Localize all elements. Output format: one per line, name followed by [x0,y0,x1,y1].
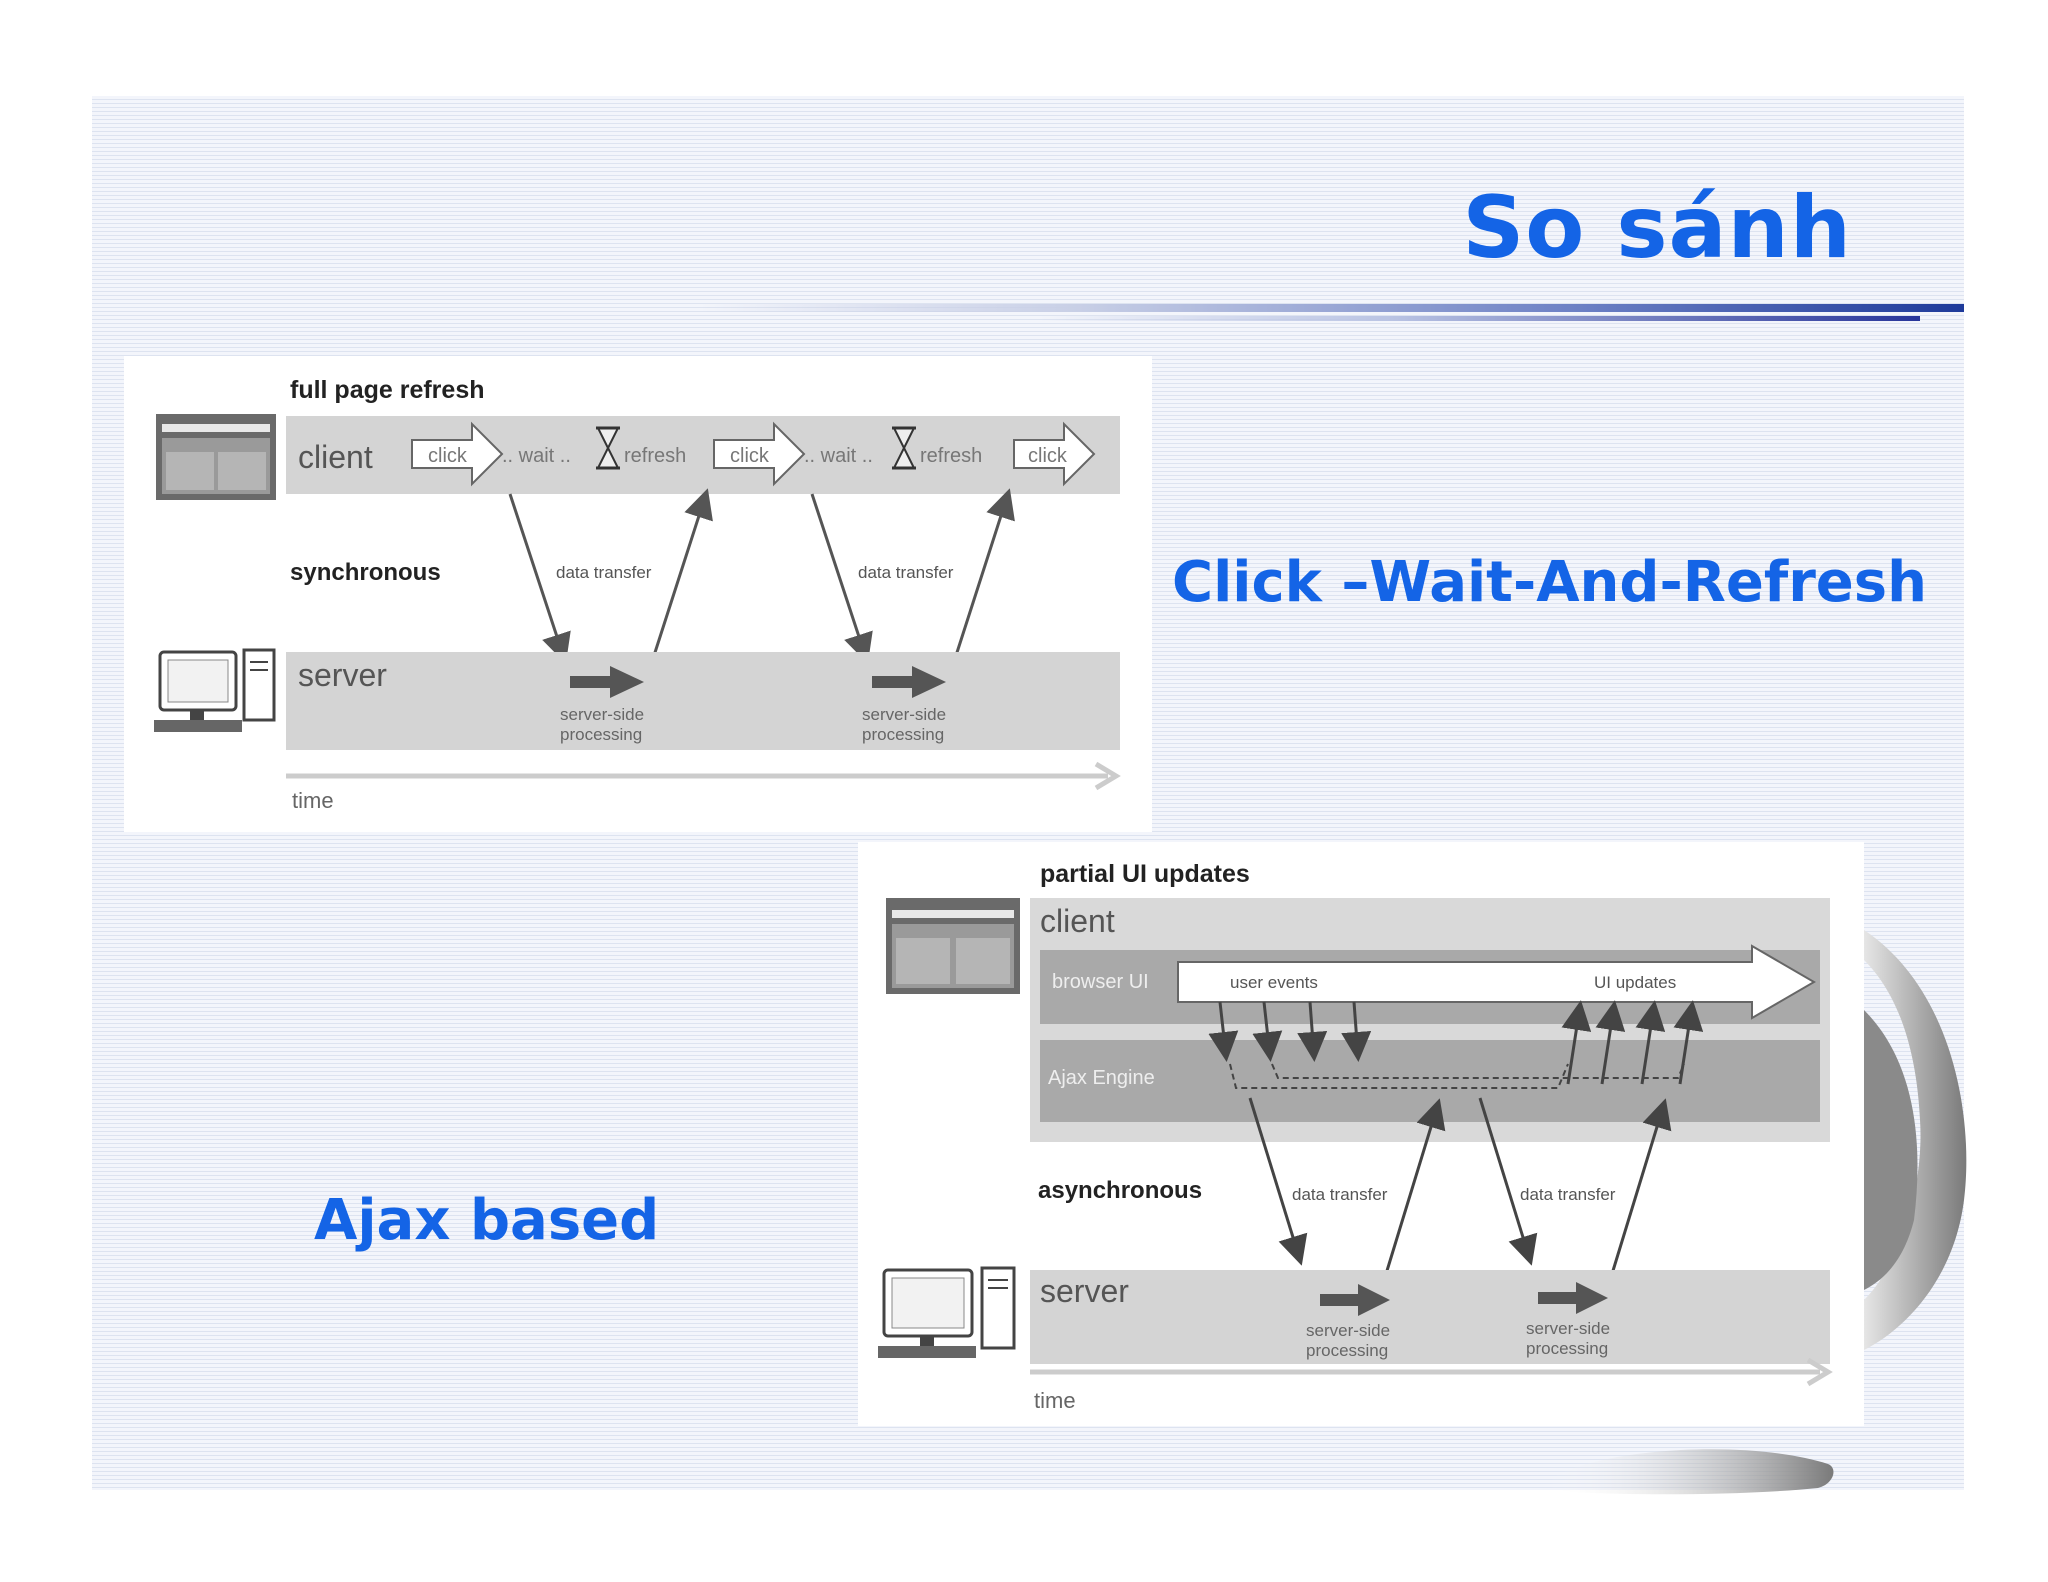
click-arrow-2: click [713,421,806,487]
caption-ajax-based: Ajax based [314,1188,660,1253]
refresh-label-2: refresh [920,445,982,467]
time-label: time [292,788,334,813]
sync-diagram-panel: full page refresh client click .. wait .… [124,356,1152,832]
user-event-arrow [1208,1001,1239,1062]
time-axis-arrowhead [1806,1357,1833,1387]
request-arrow-2 [810,493,873,664]
computer-icon [154,648,276,732]
processing-line2-2: processing [862,725,944,744]
hourglass-icon [596,426,620,470]
async-heading: partial UI updates [1040,860,1250,888]
request-arrow-1 [1248,1097,1308,1266]
async-diagram-panel: partial UI updates client browser UI use… [858,842,1864,1426]
processing-line2-1: processing [560,725,642,744]
data-transfer-label-1: data transfer [556,563,652,582]
response-arrow-1 [648,488,713,669]
time-axis-arrowhead [1094,761,1121,791]
server-band [1030,1270,1830,1364]
refresh-label-1: refresh [624,445,686,467]
decorative-crescent [1864,930,1967,1350]
server-label: server [1040,1273,1129,1309]
ajax-engine-band [1040,1040,1820,1122]
wait-label-1: .. wait .. [502,445,571,467]
click-label-1: click [428,445,468,467]
processing-line1-1: server-side [1306,1321,1390,1340]
engine-dashed-link [1271,1063,1685,1079]
user-event-arrow [1252,1001,1283,1062]
response-arrow-1 [1384,1098,1446,1275]
browser-ui-timeline-arrow [1177,944,1816,1020]
server-label: server [298,657,387,693]
ui-update-arrow [1635,1000,1666,1085]
asynchronous-label: asynchronous [1038,1177,1202,1204]
hourglass-icon [892,426,916,470]
data-transfer-label-1: data transfer [1292,1185,1388,1204]
processing-line1-1: server-side [560,705,644,724]
user-event-arrow [1297,1001,1328,1062]
click-label-2: click [730,445,770,467]
request-arrow-1 [508,493,571,664]
click-arrow-1: click [411,421,504,487]
user-event-arrow [1341,1001,1372,1062]
computer-icon [878,1266,1016,1358]
decorative-ellipse [1548,1449,1834,1495]
data-transfer-label-2: data transfer [858,563,954,582]
click-label-3: click [1028,445,1068,467]
client-label: client [298,439,373,475]
browser-window-icon [156,414,276,500]
ui-updates-label: UI updates [1594,973,1676,992]
wait-label-2: .. wait .. [804,445,873,467]
time-label: time [1034,1388,1076,1413]
response-arrow-2 [950,488,1015,669]
ajax-engine-label: Ajax Engine [1048,1067,1155,1089]
browser-window-icon [886,898,1020,994]
synchronous-label: synchronous [290,559,441,586]
processing-line1-2: server-side [862,705,946,724]
processing-line2-1: processing [1306,1341,1388,1360]
ui-update-arrow [1595,1000,1626,1085]
request-arrow-2 [1478,1097,1538,1266]
processing-line2-2: processing [1526,1339,1608,1358]
sync-heading: full page refresh [290,376,485,404]
processing-arrow-2 [872,666,946,698]
browser-ui-label: browser UI [1052,971,1149,993]
sync-diagram: full page refresh client click .. wait .… [154,376,1121,813]
async-diagram: partial UI updates client browser UI use… [878,860,1833,1413]
title-underline [700,304,1964,312]
processing-line1-2: server-side [1526,1319,1610,1338]
title-underline-accent [1040,316,1920,321]
ui-update-arrow [1561,1000,1592,1085]
server-band [286,652,1120,750]
caption-click-wait-refresh: Click –Wait-And-Refresh [1172,550,1927,615]
user-events-label: user events [1230,973,1318,992]
engine-dashed-link [1229,1063,1569,1089]
slide-title: So sánh [1462,178,1852,278]
processing-arrow-1 [1320,1284,1390,1316]
processing-arrow-2 [1538,1282,1608,1314]
response-arrow-2 [1610,1098,1672,1275]
processing-arrow-1 [570,666,644,698]
click-arrow-3: click [1013,421,1096,487]
data-transfer-label-2: data transfer [1520,1185,1616,1204]
client-label: client [1040,903,1115,939]
